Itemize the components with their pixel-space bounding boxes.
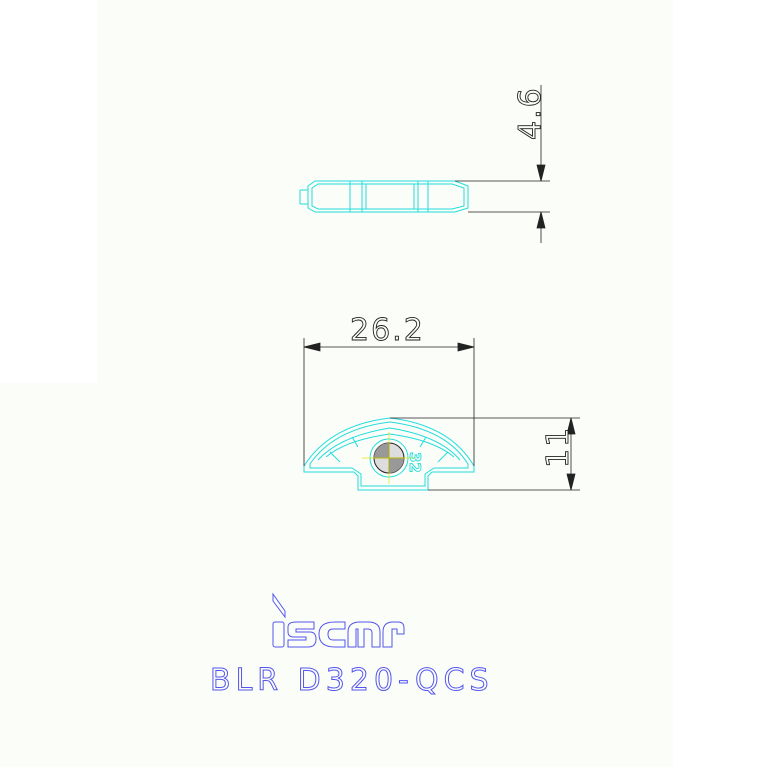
side-view: [299, 180, 469, 213]
iscar-logo: [272, 592, 405, 648]
height-label: 11: [541, 426, 576, 468]
part-number: BLR D320-QCS: [210, 663, 494, 698]
width-label: 26.2: [350, 313, 425, 348]
height-dimension: [390, 417, 580, 491]
top-view: [303, 417, 475, 491]
hole-section: [362, 432, 416, 484]
thickness-dimension: [455, 85, 550, 243]
drawing-sheet-extension: [0, 383, 97, 767]
drawing-sheet: [97, 0, 673, 767]
engraving-label: 32: [406, 452, 424, 473]
thickness-label: 4.6: [513, 86, 548, 140]
width-dimension: [303, 338, 475, 466]
